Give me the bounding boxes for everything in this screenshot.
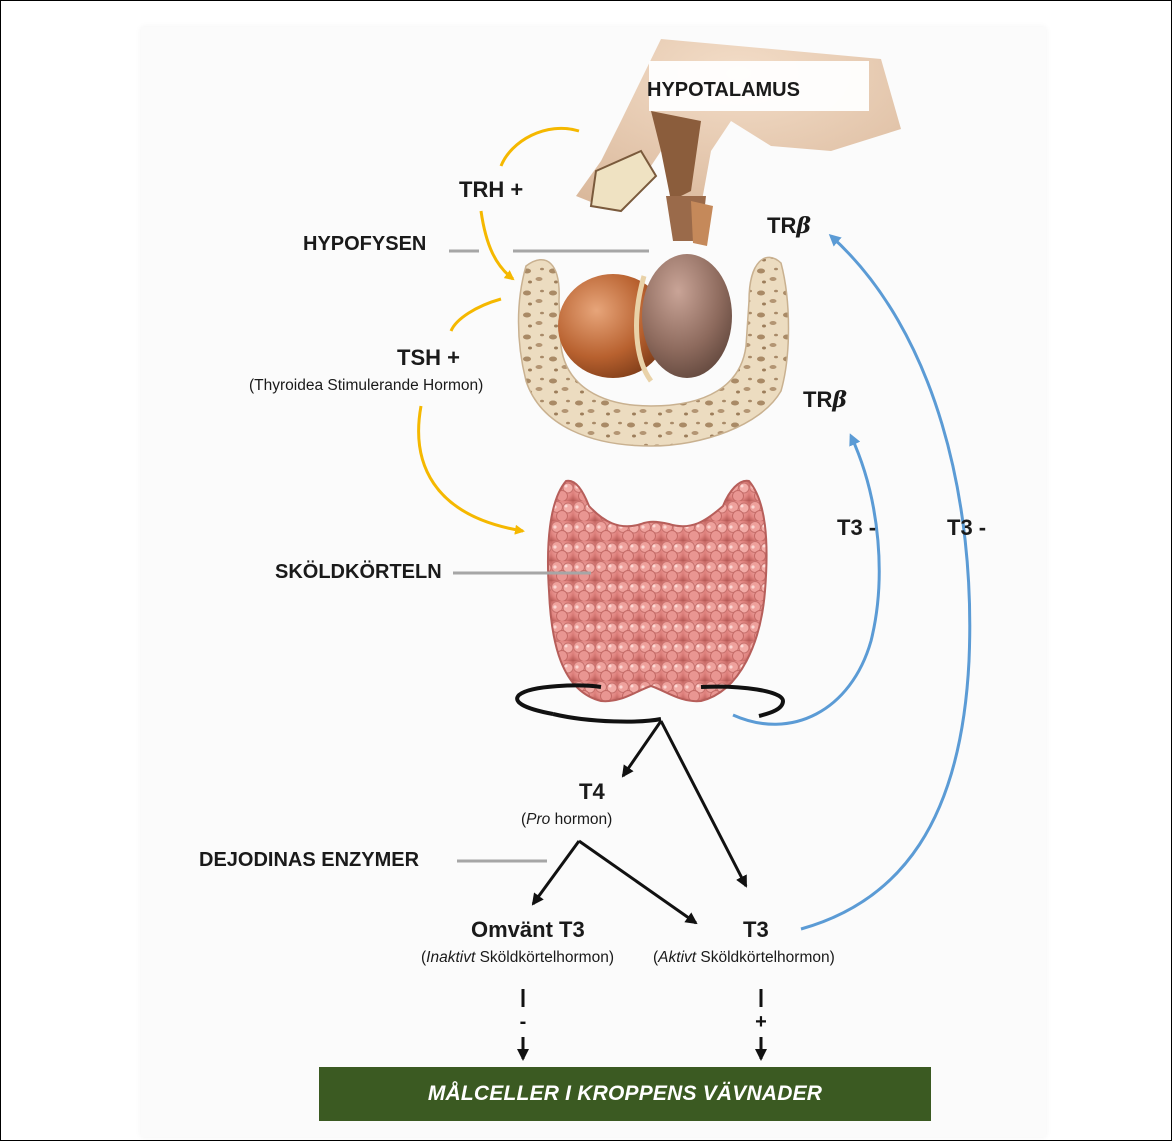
reverse-t3-description: (Inaktivt Sköldkörtelhormon) [421, 949, 614, 967]
t4-label: T4 [579, 779, 605, 805]
pituitary-stalk [666, 196, 713, 246]
minus-sign: - [513, 1011, 533, 1034]
t3-description: (Aktivt Sköldkörtelhormon) [653, 949, 835, 967]
reverse-t3-label: Omvänt T3 [471, 917, 585, 943]
t3-label: T3 [743, 917, 769, 943]
trbeta-upper-label: TRβ [767, 213, 811, 239]
plus-sign: + [751, 1011, 771, 1034]
trbeta-lower-label: TRβ [803, 387, 847, 413]
effect-arrows [523, 989, 761, 1059]
t3-minus-outer-label: T3 - [947, 515, 986, 541]
tsh-label: TSH + [397, 345, 460, 371]
hypothalamus-illustration [576, 39, 901, 211]
t4-description: (Pro hormon) [521, 811, 612, 829]
target-cells-bar: MÅLCELLER I KROPPENS VÄVNADER [319, 1067, 931, 1121]
thyroid-gland [548, 481, 767, 701]
skoldkorteln-label: SKÖLDKÖRTELN [275, 561, 442, 584]
t3-minus-inner-label: T3 - [837, 515, 876, 541]
tsh-full-name: (Thyroidea Stimulerande Hormon) [249, 377, 483, 395]
pituitary-gland [558, 254, 732, 381]
trh-label: TRH + [459, 177, 523, 203]
hypothalamus-label: HYPOTALAMUS [647, 79, 800, 102]
trachea-ring [517, 686, 783, 722]
hypofysen-label: HYPOFYSEN [303, 233, 426, 256]
dejodinas-label: DEJODINAS ENZYMER [199, 849, 419, 872]
